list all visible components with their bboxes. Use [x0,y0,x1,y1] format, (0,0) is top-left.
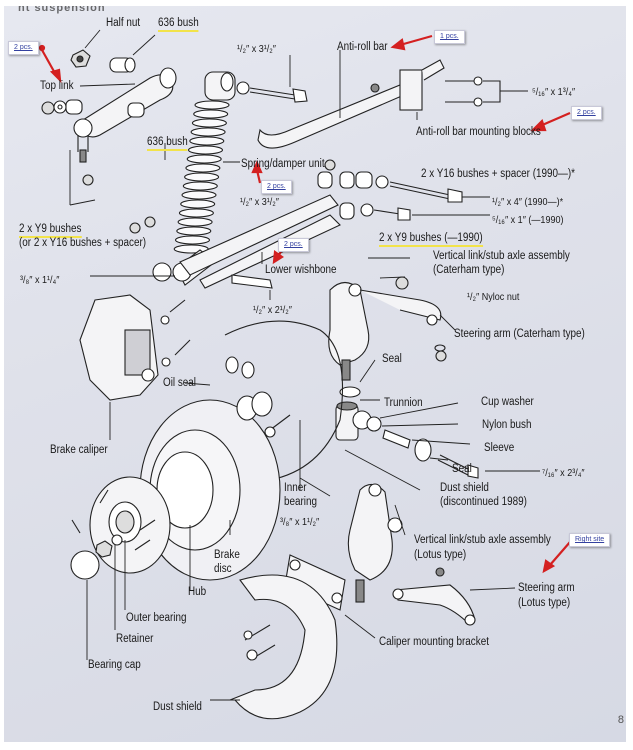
half-nut-part [70,49,91,68]
spring-coil [180,199,216,209]
label-y9-bushes-alt: (or 2 x Y16 bushes + spacer) [19,237,147,249]
spring-coil [191,118,227,128]
dust-shield-part [229,574,338,720]
spring-coil [194,100,230,110]
label-dust-shield: Dust shield [153,701,202,713]
label-inner-bearing-2: bearing [284,496,318,508]
label-seal-upper: Seal [382,353,402,365]
bolt-top-part [236,81,308,103]
label-brake-disc-1: Brake [214,549,240,561]
spring-coil [189,136,225,146]
label-sleeve: Sleeve [484,442,515,454]
bushes-row [317,159,490,221]
callout-anti-roll-bar-qty[interactable]: 1 pcs. [434,30,465,44]
spring-coil [187,145,224,155]
manual-page: nt suspension Half nut 636 bush ¹/₂″ x 3… [4,6,626,742]
label-bolt-5-16-1: ⁵/₁₆″ x 1″ (—1990) [492,214,564,226]
label-steering-arm-lotus-type: (Lotus type) [518,597,571,609]
spring-coil [186,154,222,164]
inner-bearing-part [225,356,291,438]
label-bearing-cap: Bearing cap [88,659,141,671]
callout-mounting-blocks-qty[interactable]: 2 pcs. [571,106,602,120]
spring-coil [190,127,226,137]
spring-coil [184,172,220,182]
label-y9-bushes-1990: 2 x Y9 bushes (—1990) [379,232,483,247]
vertical-link-caterham-part [328,276,447,381]
label-brake-caliper: Brake caliper [50,444,108,456]
brake-disc-part [139,399,281,581]
spring-damper-part [152,71,236,286]
label-bolt-half-3-5-mid: ¹/₂″ x 3¹/₂″ [240,196,279,208]
page-heading-fragment: nt suspension [18,6,106,14]
label-top-link: Top link [40,80,74,92]
label-bolt-half-2-5: ¹/₂″ x 2¹/₂″ [253,304,292,316]
label-caliper-mounting-bracket: Caliper mounting bracket [379,636,489,648]
label-vertical-link-caterham-type: (Caterham type) [433,264,505,276]
label-retainer: Retainer [116,633,154,645]
label-636-bush-top: 636 bush [158,17,199,32]
spring-coil [185,163,221,173]
exploded-suspension-diagram [38,29,571,720]
label-dust-shield-discontinued: Dust shield [440,482,489,494]
label-y16-bushes-spacer: 2 x Y16 bushes + spacer (1990—)* [421,168,576,180]
label-bolt-7-16-2-3-4: ⁷/₁₆″ x 2³/₄″ [542,467,585,479]
label-nyloc-nut: ¹/₂″ Nyloc nut [467,291,520,303]
label-seal-lower: Seal [452,463,472,475]
label-bolt-3-8-1-1-2: ³/₈″ x 1¹/₂″ [280,516,320,528]
hub-part [89,476,171,574]
bearing-cap-part [70,519,123,580]
label-dust-shield-discontinued-note: (discontinued 1989) [440,496,527,508]
label-bolt-half-3-5-top: ¹/₂″ x 3¹/₂″ [237,43,276,55]
label-hub: Hub [188,586,207,598]
label-oil-seal: Oil seal [163,377,196,389]
label-vertical-link-caterham: Vertical link/stub axle assembly [433,250,570,262]
label-vertical-link-lotus: Vertical link/stub axle assembly [414,534,551,546]
page-number-fragment: 8 [617,714,624,726]
label-nylon-bush: Nylon bush [482,419,532,431]
brake-caliper-part [79,294,191,401]
label-spring-damper-unit: Spring/damper unit [241,158,325,170]
label-trunnion: Trunnion [384,397,423,409]
spring-coil [174,235,211,245]
annotation-arrows [38,34,571,574]
top-margin [0,0,633,8]
callout-lower-wishbone-qty[interactable]: 2 pcs. [278,238,309,252]
lower-wishbone-part [129,194,341,289]
label-bolt-5-16-1-3-4: ⁵/₁₆″ x 1³/₄″ [532,86,576,98]
label-vertical-link-lotus-type: (Lotus type) [414,549,467,561]
label-half-nut: Half nut [106,17,141,29]
leader-lines [69,29,540,701]
label-636-bush-mid: 636 bush [147,136,188,151]
top-link-part [73,67,177,163]
callout-spring-damper-qty[interactable]: 2 pcs. [261,180,292,194]
top-link-fasteners [41,99,145,186]
label-cup-washer: Cup washer [481,396,534,408]
label-bolt-half-4: ¹/₂″ x 4″ (1990—)* [492,196,564,208]
callout-steering-arm-side[interactable]: Right site [569,533,611,547]
spring-coil [176,226,212,236]
label-steering-arm-caterham: Steering arm (Caterham type) [454,328,585,340]
label-anti-roll-bar-mounting-blocks: Anti-roll bar mounting blocks [416,126,541,138]
label-bolt-3-8-1-1-4: ³/₈″ x 1¹/₄″ [20,274,60,286]
spring-coil [193,109,229,119]
label-brake-disc-2: disc [214,563,232,575]
caliper-mounting-bracket-part [284,554,346,611]
vertical-link-lotus-part [347,483,403,603]
label-inner-bearing-1: Inner [284,482,307,494]
label-outer-bearing: Outer bearing [126,612,187,624]
callout-top-link-qty[interactable]: 2 pcs. [8,41,39,55]
label-anti-roll-bar: Anti-roll bar [337,41,388,53]
spring-coil [182,181,218,191]
label-steering-arm-lotus: Steering arm [518,582,575,594]
spring-coil [177,217,213,227]
label-y9-bushes: 2 x Y9 bushes [19,223,82,238]
label-lower-wishbone: Lower wishbone [265,264,337,276]
anti-roll-bar-part [257,59,528,149]
636-bush-top-part [109,57,136,73]
spring-coil [181,190,217,200]
spring-coil [178,208,214,218]
steering-arm-lotus-part [392,567,476,626]
